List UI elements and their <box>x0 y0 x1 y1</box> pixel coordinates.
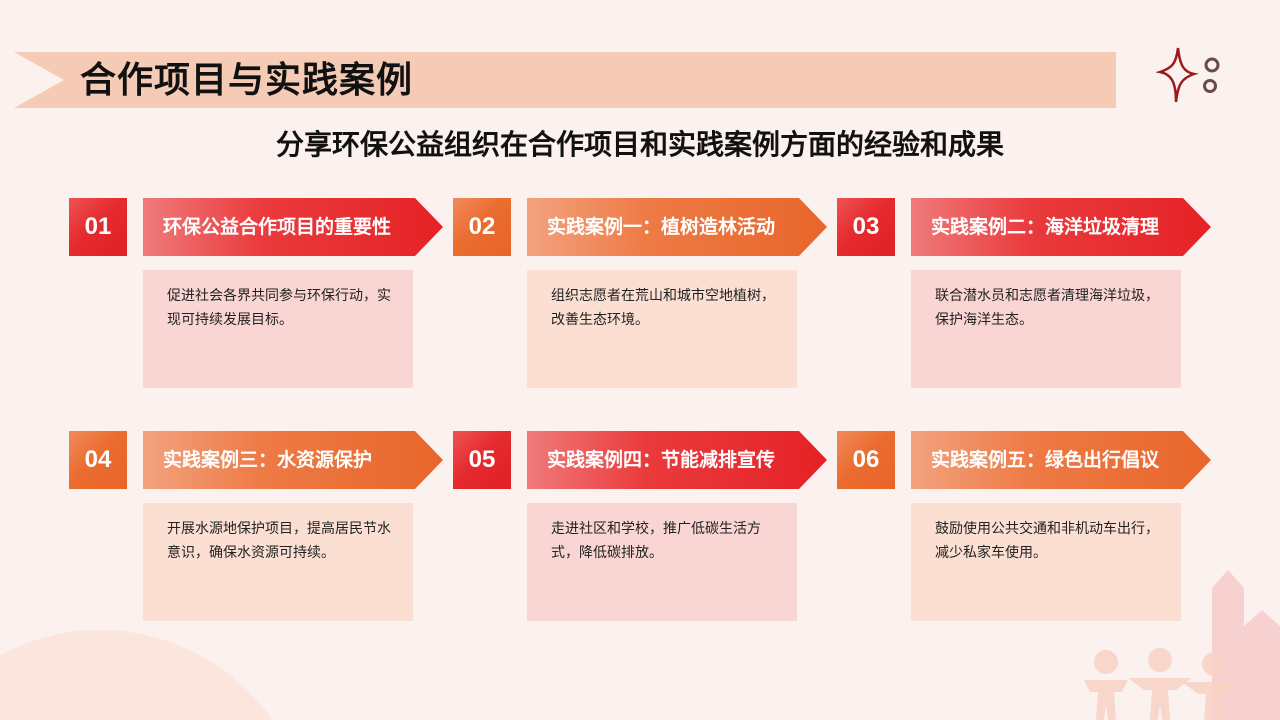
title-banner <box>14 52 1116 108</box>
card-06: 06 实践案例五：绿色出行倡议 鼓励使用公共交通和非机动车出行，减少私家车使用。 <box>837 431 1217 621</box>
card-description: 促进社会各界共同参与环保行动，实现可持续发展目标。 <box>143 270 413 388</box>
page-subtitle: 分享环保公益组织在合作项目和实践案例方面的经验和成果 <box>275 128 1004 161</box>
card-title: 实践案例一：植树造林活动 <box>527 198 827 256</box>
card-description: 走进社区和学校，推广低碳生活方式，降低碳排放。 <box>527 503 797 621</box>
card-title: 实践案例四：节能减排宣传 <box>527 431 827 489</box>
card-title: 实践案例三：水资源保护 <box>143 431 443 489</box>
people-chain-decoration <box>1084 570 1280 720</box>
card-description: 联合潜水员和志愿者清理海洋垃圾，保护海洋生态。 <box>911 270 1181 388</box>
card-description: 开展水源地保护项目，提高居民节水意识，确保水资源可持续。 <box>143 503 413 621</box>
card-description: 鼓励使用公共交通和非机动车出行，减少私家车使用。 <box>911 503 1181 621</box>
paper-people-icon <box>1084 648 1236 720</box>
circle-icon <box>1204 57 1220 73</box>
card-01: 01 环保公益合作项目的重要性 促进社会各界共同参与环保行动，实现可持续发展目标… <box>69 198 449 388</box>
card-number: 01 <box>69 198 127 256</box>
card-title: 环保公益合作项目的重要性 <box>143 198 443 256</box>
card-03: 03 实践案例二：海洋垃圾清理 联合潜水员和志愿者清理海洋垃圾，保护海洋生态。 <box>837 198 1217 388</box>
circle-icon <box>1203 79 1217 93</box>
card-number: 03 <box>837 198 895 256</box>
card-title: 实践案例五：绿色出行倡议 <box>911 431 1211 489</box>
background-circle-decoration <box>0 630 310 720</box>
card-number: 02 <box>453 198 511 256</box>
card-05: 05 实践案例四：节能减排宣传 走进社区和学校，推广低碳生活方式，降低碳排放。 <box>453 431 833 621</box>
card-description: 组织志愿者在荒山和城市空地植树，改善生态环境。 <box>527 270 797 388</box>
card-title: 实践案例二：海洋垃圾清理 <box>911 198 1211 256</box>
card-02: 02 实践案例一：植树造林活动 组织志愿者在荒山和城市空地植树，改善生态环境。 <box>453 198 833 388</box>
sparkle-decoration <box>1156 47 1220 103</box>
card-number: 04 <box>69 431 127 489</box>
card-04: 04 实践案例三：水资源保护 开展水源地保护项目，提高居民节水意识，确保水资源可… <box>69 431 449 621</box>
card-number: 05 <box>453 431 511 489</box>
page-title: 合作项目与实践案例 <box>80 60 414 101</box>
sparkle-star-icon <box>1156 47 1199 103</box>
card-number: 06 <box>837 431 895 489</box>
